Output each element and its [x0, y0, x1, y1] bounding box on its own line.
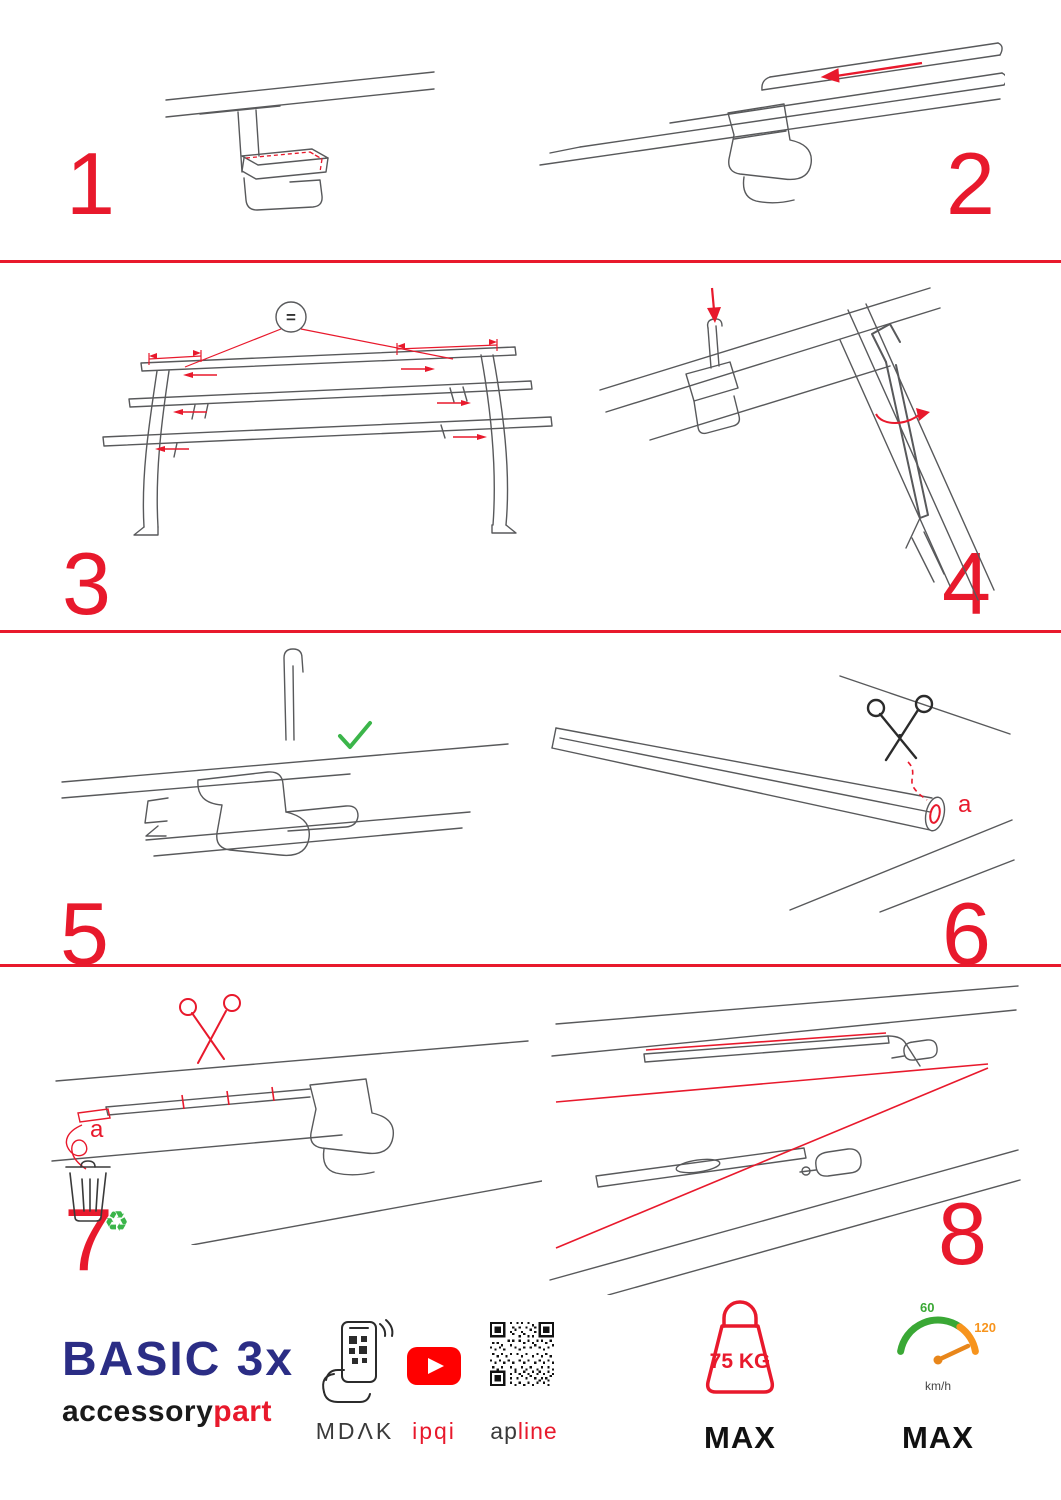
section-divider-1	[0, 260, 1061, 263]
brand-title: BASIC 3x	[62, 1333, 295, 1386]
brand-block: BASIC 3x accessorypart	[62, 1332, 294, 1429]
step-7-number: 7	[64, 1190, 113, 1289]
phone-qr-scan-icon	[322, 1319, 394, 1403]
slide-arrow	[820, 61, 923, 83]
partner-apline-red: line	[517, 1418, 558, 1444]
step-1-illustration	[165, 71, 435, 211]
equal-badge: =	[275, 301, 307, 333]
step-7-illustration: ♻ a	[51, 994, 542, 1245]
step-2-illustration	[539, 42, 1005, 204]
step-2-number: 2	[946, 134, 995, 233]
alignment-lines	[555, 1032, 989, 1249]
speedometer-icon: 60 120 km/h	[897, 1300, 996, 1393]
step-8-number: 8	[938, 1184, 987, 1283]
step-6-number: 6	[942, 884, 991, 983]
step-4-illustration	[599, 287, 995, 601]
brand-subtitle: accessorypart	[62, 1395, 294, 1429]
scissors-icon	[179, 994, 241, 1064]
rotate-arrow	[875, 408, 930, 424]
section-divider-2	[0, 630, 1061, 633]
partner-mdak-label: MDΛK	[315, 1418, 395, 1444]
speed-high-label: 120	[974, 1320, 996, 1335]
speed-unit-label: km/h	[925, 1379, 951, 1393]
speed-max-label: MAX	[902, 1420, 974, 1455]
scissors-icon	[866, 694, 934, 762]
step-5-number: 5	[60, 884, 109, 983]
weight-value: 75 KG	[710, 1350, 771, 1373]
step-8-illustration	[549, 985, 1021, 1295]
partner-ipqi-label: ipqi	[412, 1418, 456, 1444]
brand-subtitle-red: part	[213, 1395, 272, 1428]
step-3-number: 3	[62, 534, 111, 633]
cut-piece	[77, 1108, 111, 1123]
step-5-illustration	[61, 648, 509, 857]
checkmark-icon	[338, 721, 372, 749]
highlight-pad	[245, 151, 323, 173]
step-3-illustration: =	[102, 301, 553, 536]
trash-icon	[65, 1160, 111, 1222]
cut-line	[907, 761, 941, 824]
cut-label-a: a	[90, 1116, 104, 1143]
cut-label-a: a	[958, 791, 972, 818]
equal-spacing-annotation: =	[148, 301, 498, 452]
step-4-number: 4	[942, 534, 991, 633]
cut-marks	[65, 1086, 275, 1170]
partner-apline-label: apline	[478, 1418, 570, 1445]
partner-apline-black: ap	[490, 1418, 518, 1444]
brand-subtitle-black: accessory	[62, 1395, 214, 1428]
weight-max-label: MAX	[704, 1420, 776, 1455]
section-divider-3	[0, 964, 1061, 967]
step-1-number: 1	[66, 134, 115, 233]
weight-limit-icon: 75 KG	[705, 1300, 775, 1394]
speed-low-label: 60	[920, 1300, 934, 1315]
equal-label: =	[286, 308, 296, 327]
qr-code	[490, 1322, 554, 1386]
recycle-icon: ♻	[104, 1206, 129, 1237]
step-6-illustration: a	[551, 675, 1015, 913]
insert-down-arrow	[707, 287, 721, 323]
youtube-icon	[407, 1347, 461, 1385]
